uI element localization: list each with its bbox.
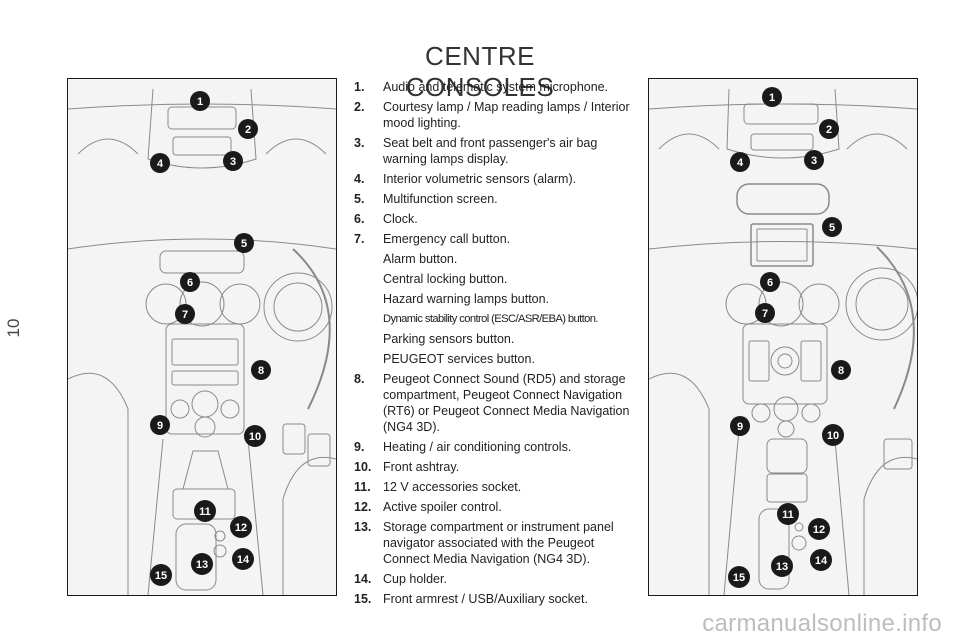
svg-text:14: 14 [815, 555, 828, 567]
svg-text:15: 15 [733, 572, 745, 584]
svg-text:3: 3 [230, 156, 236, 168]
svg-text:9: 9 [157, 420, 163, 432]
callout-4: 4 [150, 153, 170, 173]
list-item: 7.Emergency call button. Alarm button. C… [352, 231, 634, 367]
svg-text:6: 6 [767, 277, 773, 289]
callout-10: 10 [822, 424, 844, 446]
svg-text:4: 4 [737, 157, 744, 169]
svg-text:7: 7 [762, 308, 768, 320]
callout-11: 11 [194, 500, 216, 522]
page-number: 10 [4, 318, 23, 338]
right-callouts: 1 2 3 4 5 6 7 8 9 10 11 12 13 14 15 [728, 87, 851, 588]
watermark: carmanualsonline.info [702, 610, 942, 637]
svg-text:10: 10 [827, 430, 839, 442]
list-item: 4.Interior volumetric sensors (alarm). [354, 172, 577, 186]
list-item: 15.Front armrest / USB/Auxiliary socket. [354, 592, 588, 606]
callout-9: 9 [730, 416, 750, 436]
svg-text:13: 13 [776, 561, 788, 573]
list-item: 1.Audio and telematic system microphone. [354, 80, 609, 94]
callout-1: 1 [190, 91, 210, 111]
list-item: 13.Storage compartment or instrument pan… [354, 520, 614, 566]
svg-text:6: 6 [187, 277, 193, 289]
callout-14: 14 [232, 548, 254, 570]
callout-6: 6 [760, 272, 780, 292]
list-item: 3.Seat belt and front passenger's air ba… [354, 136, 598, 166]
svg-text:14: 14 [237, 554, 250, 566]
svg-text:1: 1 [769, 92, 775, 104]
svg-text:15: 15 [155, 570, 167, 582]
callout-10: 10 [244, 425, 266, 447]
callout-2: 2 [238, 119, 258, 139]
callout-14: 14 [810, 549, 832, 571]
list-item: 9.Heating / air conditioning controls. [354, 440, 572, 454]
sub-item: Hazard warning lamps button. [383, 292, 550, 306]
callout-6: 6 [180, 272, 200, 292]
right-console-drawing: 1 2 3 4 5 6 7 8 9 10 11 12 13 14 15 [649, 87, 917, 595]
svg-text:2: 2 [245, 124, 251, 136]
svg-text:13: 13 [196, 559, 208, 571]
callout-7: 7 [175, 304, 195, 324]
list-item: 11.12 V accessories socket. [354, 480, 522, 494]
sub-item: PEUGEOT services button. [383, 352, 535, 366]
callout-8: 8 [831, 360, 851, 380]
left-console-illustration: 1 2 3 4 5 6 7 8 9 10 11 12 13 14 15 [67, 78, 337, 596]
callout-1: 1 [762, 87, 782, 107]
callout-5: 5 [234, 233, 254, 253]
svg-text:3: 3 [811, 155, 817, 167]
svg-text:5: 5 [241, 238, 247, 250]
callout-3: 3 [804, 150, 824, 170]
svg-text:10: 10 [249, 431, 261, 443]
callout-7: 7 [755, 303, 775, 323]
sub-item: Central locking button. [383, 272, 508, 286]
left-console-drawing: 1 2 3 4 5 6 7 8 9 10 11 12 13 14 15 [68, 88, 336, 595]
callout-13: 13 [771, 555, 793, 577]
sub-item: Alarm button. [383, 252, 458, 266]
list-item: 14.Cup holder. [354, 572, 447, 586]
callout-4: 4 [730, 152, 750, 172]
page-title: CENTRE CONSOLES [405, 41, 555, 102]
sub-item: Dynamic stability control (ESC/ASR/EBA) … [383, 313, 599, 325]
component-list: 1.Audio and telematic system microphone.… [352, 79, 634, 611]
list-item: 6.Clock. [354, 212, 418, 226]
callout-3: 3 [223, 151, 243, 171]
svg-text:4: 4 [157, 158, 164, 170]
svg-text:9: 9 [737, 421, 743, 433]
svg-text:11: 11 [782, 509, 794, 521]
svg-text:11: 11 [199, 506, 211, 518]
sub-item: Parking sensors button. [383, 332, 515, 346]
svg-text:2: 2 [826, 124, 832, 136]
callout-11: 11 [777, 503, 799, 525]
list-item: 8.Peugeot Connect Sound (RD5) and storag… [354, 372, 630, 434]
callout-15: 15 [150, 564, 172, 586]
svg-text:8: 8 [838, 365, 844, 377]
svg-text:7: 7 [182, 309, 188, 321]
svg-text:8: 8 [258, 365, 264, 377]
list-item: 2.Courtesy lamp / Map reading lamps / In… [354, 100, 630, 130]
svg-text:12: 12 [813, 524, 825, 536]
right-console-illustration: 1 2 3 4 5 6 7 8 9 10 11 12 13 14 15 [648, 78, 918, 596]
callout-12: 12 [230, 516, 252, 538]
callout-12: 12 [808, 518, 830, 540]
svg-text:12: 12 [235, 522, 247, 534]
callout-5: 5 [822, 217, 842, 237]
callout-13: 13 [191, 553, 213, 575]
callout-9: 9 [150, 415, 170, 435]
svg-text:5: 5 [829, 222, 835, 234]
left-callouts: 1 2 3 4 5 6 7 8 9 10 11 12 13 14 15 [150, 91, 271, 586]
svg-text:1: 1 [197, 96, 203, 108]
list-item: 12.Active spoiler control. [354, 500, 502, 514]
list-item: 10.Front ashtray. [354, 460, 460, 474]
callout-2: 2 [819, 119, 839, 139]
callout-8: 8 [251, 360, 271, 380]
callout-15: 15 [728, 566, 750, 588]
list-item: 5.Multifunction screen. [354, 192, 498, 206]
